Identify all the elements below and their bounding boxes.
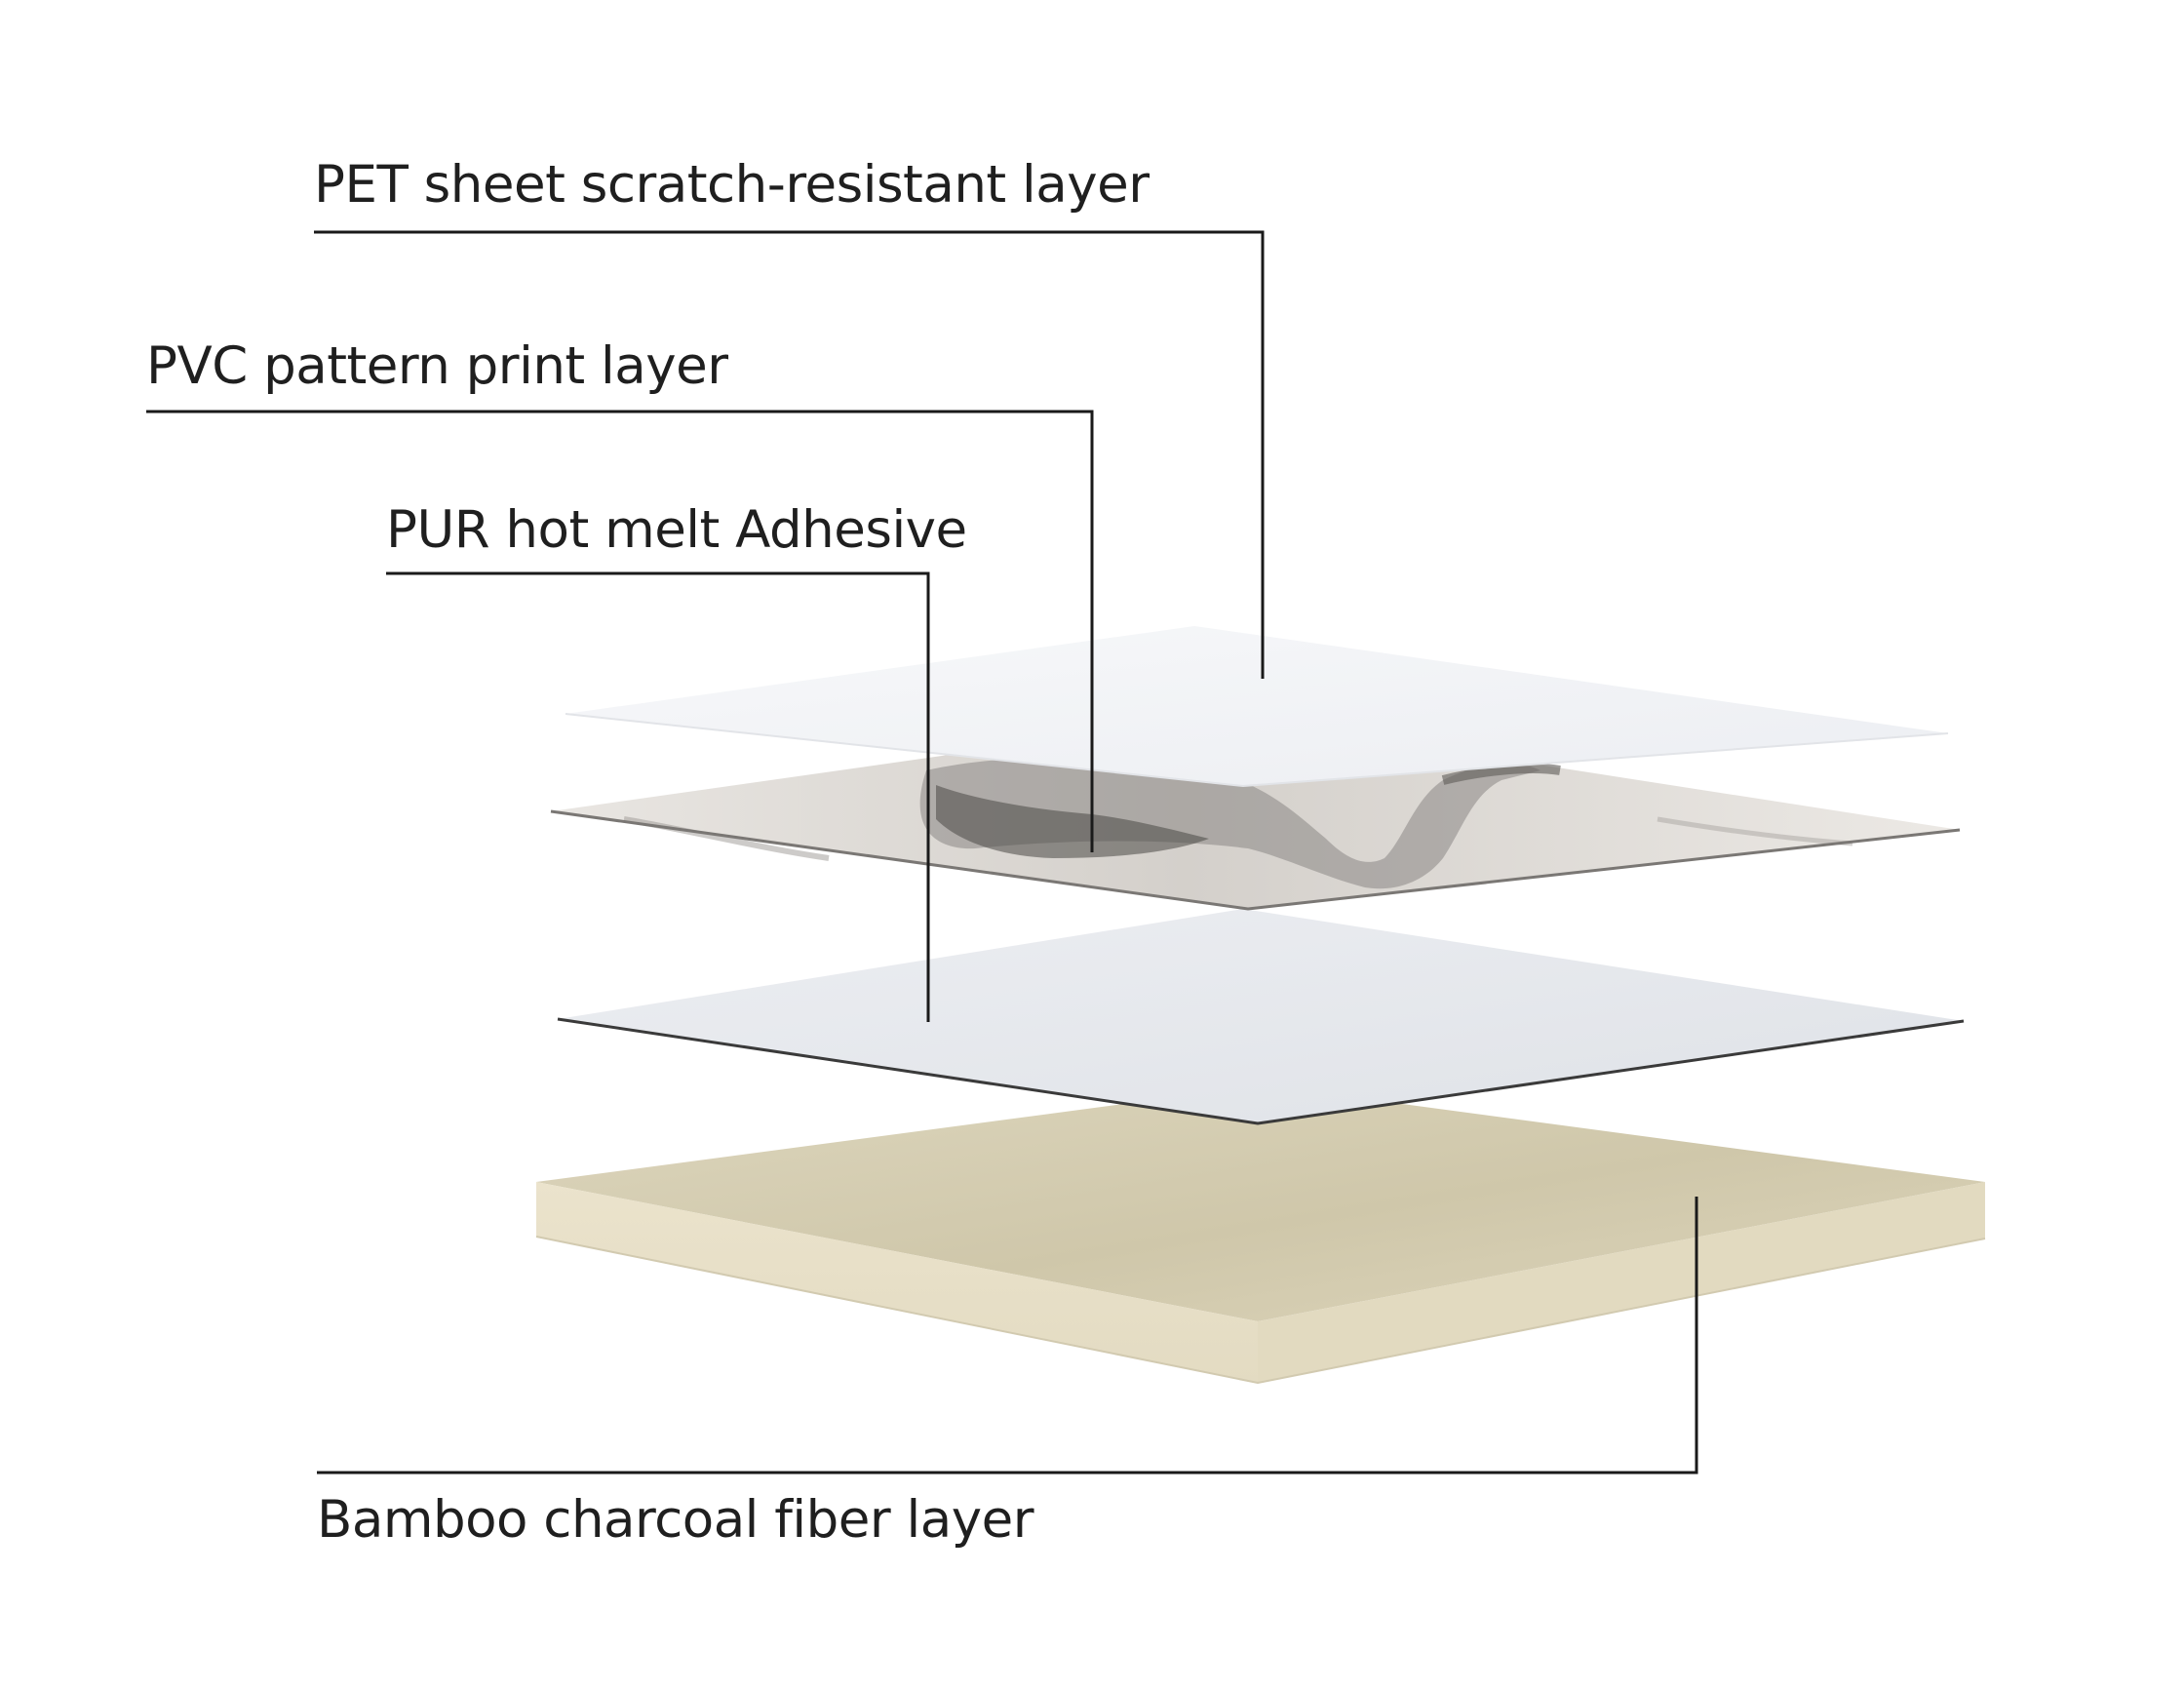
bamboo-fiber-layer-shape [536, 1085, 1985, 1383]
pet-layer-label: PET sheet scratch-resistant layer [314, 159, 1150, 211]
pvc-layer-label: PVC pattern print layer [146, 340, 728, 392]
pur-layer-label: PUR hot melt Adhesive [386, 504, 967, 556]
pur-adhesive-layer-shape [558, 909, 1964, 1123]
pet-sheet-layer-shape [566, 626, 1948, 786]
pet-leader-line [314, 232, 1263, 679]
bamboo-layer-label: Bamboo charcoal fiber layer [317, 1494, 1034, 1546]
